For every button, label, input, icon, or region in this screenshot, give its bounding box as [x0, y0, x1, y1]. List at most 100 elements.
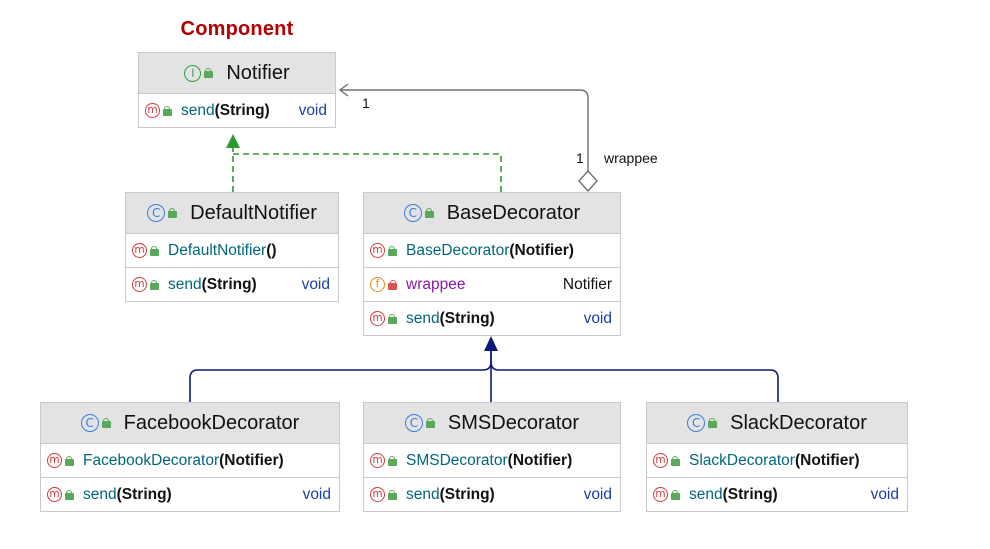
- class-header[interactable]: C SMSDecorator: [364, 403, 620, 444]
- class-box-defaultnotifier[interactable]: C DefaultNotifier m DefaultNotifier () m…: [125, 192, 339, 302]
- member-row[interactable]: m SMSDecorator (Notifier): [364, 444, 620, 478]
- member-row[interactable]: m send (String) void: [364, 478, 620, 511]
- public-visibility-icon: [388, 245, 398, 256]
- class-name: SlackDecorator: [730, 411, 867, 434]
- member-params: (Notifier): [509, 241, 574, 259]
- public-visibility-icon: [168, 208, 178, 218]
- member-type: void: [583, 309, 612, 327]
- class-box-smsdecorator[interactable]: C SMSDecorator m SMSDecorator (Notifier)…: [363, 402, 621, 512]
- member-type: void: [301, 275, 330, 293]
- public-visibility-icon: [150, 279, 160, 290]
- component-role-label: Component: [180, 18, 294, 40]
- member-row[interactable]: m DefaultNotifier (): [126, 234, 338, 268]
- aggregation-diamond: [578, 169, 598, 193]
- class-box-notifier[interactable]: I Notifier m send (String) void: [138, 52, 336, 128]
- public-visibility-icon: [65, 455, 75, 466]
- extends-arrowhead: [484, 336, 498, 351]
- member-row[interactable]: m BaseDecorator (Notifier): [364, 234, 620, 268]
- member-name: send: [689, 485, 723, 503]
- method-icon: m: [132, 277, 147, 292]
- member-type: void: [583, 485, 612, 503]
- public-visibility-icon: [204, 68, 214, 78]
- member-row[interactable]: m send (String) void: [126, 268, 338, 301]
- association-edge-wrappee: [341, 89, 589, 172]
- member-row[interactable]: m SlackDecorator (Notifier): [647, 444, 907, 478]
- member-name: send: [83, 485, 117, 503]
- class-box-facebookdecorator[interactable]: C FacebookDecorator m FacebookDecorator …: [40, 402, 340, 512]
- class-box-slackdecorator[interactable]: C SlackDecorator m SlackDecorator (Notif…: [646, 402, 908, 512]
- member-params: (Notifier): [219, 451, 284, 469]
- method-icon: m: [145, 103, 160, 118]
- public-visibility-icon: [150, 245, 160, 256]
- member-row[interactable]: m send (String) void: [647, 478, 907, 511]
- class-name: Notifier: [226, 61, 290, 84]
- member-name: send: [406, 309, 440, 327]
- member-params: (String): [201, 275, 257, 293]
- method-icon: m: [653, 453, 668, 468]
- public-visibility-icon: [163, 105, 173, 116]
- member-type: void: [870, 485, 899, 503]
- member-row[interactable]: m FacebookDecorator (Notifier): [41, 444, 339, 478]
- public-visibility-icon: [425, 418, 436, 428]
- association-role-label: wrappee: [604, 150, 658, 166]
- class-header[interactable]: C BaseDecorator: [364, 193, 620, 234]
- member-name: FacebookDecorator: [83, 451, 220, 469]
- member-params: (Notifier): [507, 451, 573, 469]
- class-name: FacebookDecorator: [123, 411, 300, 434]
- class-header[interactable]: C FacebookDecorator: [41, 403, 339, 444]
- class-icon: C: [80, 414, 99, 432]
- member-name: SMSDecorator: [406, 451, 508, 469]
- member-row[interactable]: f wrappee Notifier: [364, 268, 620, 302]
- public-visibility-icon: [671, 455, 681, 466]
- member-row[interactable]: m send (String) void: [139, 94, 335, 127]
- member-name: send: [181, 101, 215, 119]
- member-name: BaseDecorator: [406, 241, 510, 259]
- class-box-basedecorator[interactable]: C BaseDecorator m BaseDecorator (Notifie…: [363, 192, 621, 336]
- extends-edge-slack: [490, 361, 779, 402]
- class-header[interactable]: C DefaultNotifier: [126, 193, 338, 234]
- public-visibility-icon: [708, 418, 718, 428]
- member-params: (String): [722, 485, 778, 503]
- member-name: SlackDecorator: [689, 451, 795, 469]
- member-type: void: [302, 485, 331, 503]
- public-visibility-icon: [101, 418, 112, 428]
- association-target-multiplicity: 1: [362, 95, 370, 111]
- class-name: SMSDecorator: [447, 411, 580, 434]
- member-type: void: [298, 101, 327, 119]
- method-icon: m: [370, 487, 385, 502]
- public-visibility-icon: [388, 455, 398, 466]
- method-icon: m: [47, 487, 62, 502]
- member-row[interactable]: m send (String) void: [364, 302, 620, 335]
- public-visibility-icon: [65, 489, 75, 500]
- method-icon: m: [370, 243, 385, 258]
- member-params: (Notifier): [794, 451, 860, 469]
- class-icon: C: [687, 414, 706, 432]
- member-row[interactable]: m send (String) void: [41, 478, 339, 511]
- implements-arrowhead: [226, 134, 240, 148]
- member-params: (String): [439, 485, 495, 503]
- method-icon: m: [653, 487, 668, 502]
- member-name: DefaultNotifier: [168, 241, 267, 259]
- public-visibility-icon: [671, 489, 681, 500]
- interface-icon: I: [184, 64, 202, 82]
- association-arrowhead: [338, 83, 349, 97]
- member-name: send: [168, 275, 202, 293]
- method-icon: m: [132, 243, 147, 258]
- member-params: (String): [439, 309, 495, 327]
- class-header[interactable]: I Notifier: [139, 53, 335, 94]
- class-name: DefaultNotifier: [190, 201, 317, 224]
- class-icon: C: [403, 204, 422, 222]
- method-icon: m: [370, 311, 385, 326]
- member-params: (String): [116, 485, 172, 503]
- class-icon: C: [147, 204, 166, 222]
- member-params: (String): [214, 101, 270, 119]
- member-name: send: [406, 485, 440, 503]
- extends-edge-facebook: [189, 350, 492, 402]
- class-header[interactable]: C SlackDecorator: [647, 403, 907, 444]
- field-icon: f: [370, 277, 385, 292]
- method-icon: m: [370, 453, 385, 468]
- public-visibility-icon: [424, 208, 435, 218]
- member-type: Notifier: [562, 275, 612, 293]
